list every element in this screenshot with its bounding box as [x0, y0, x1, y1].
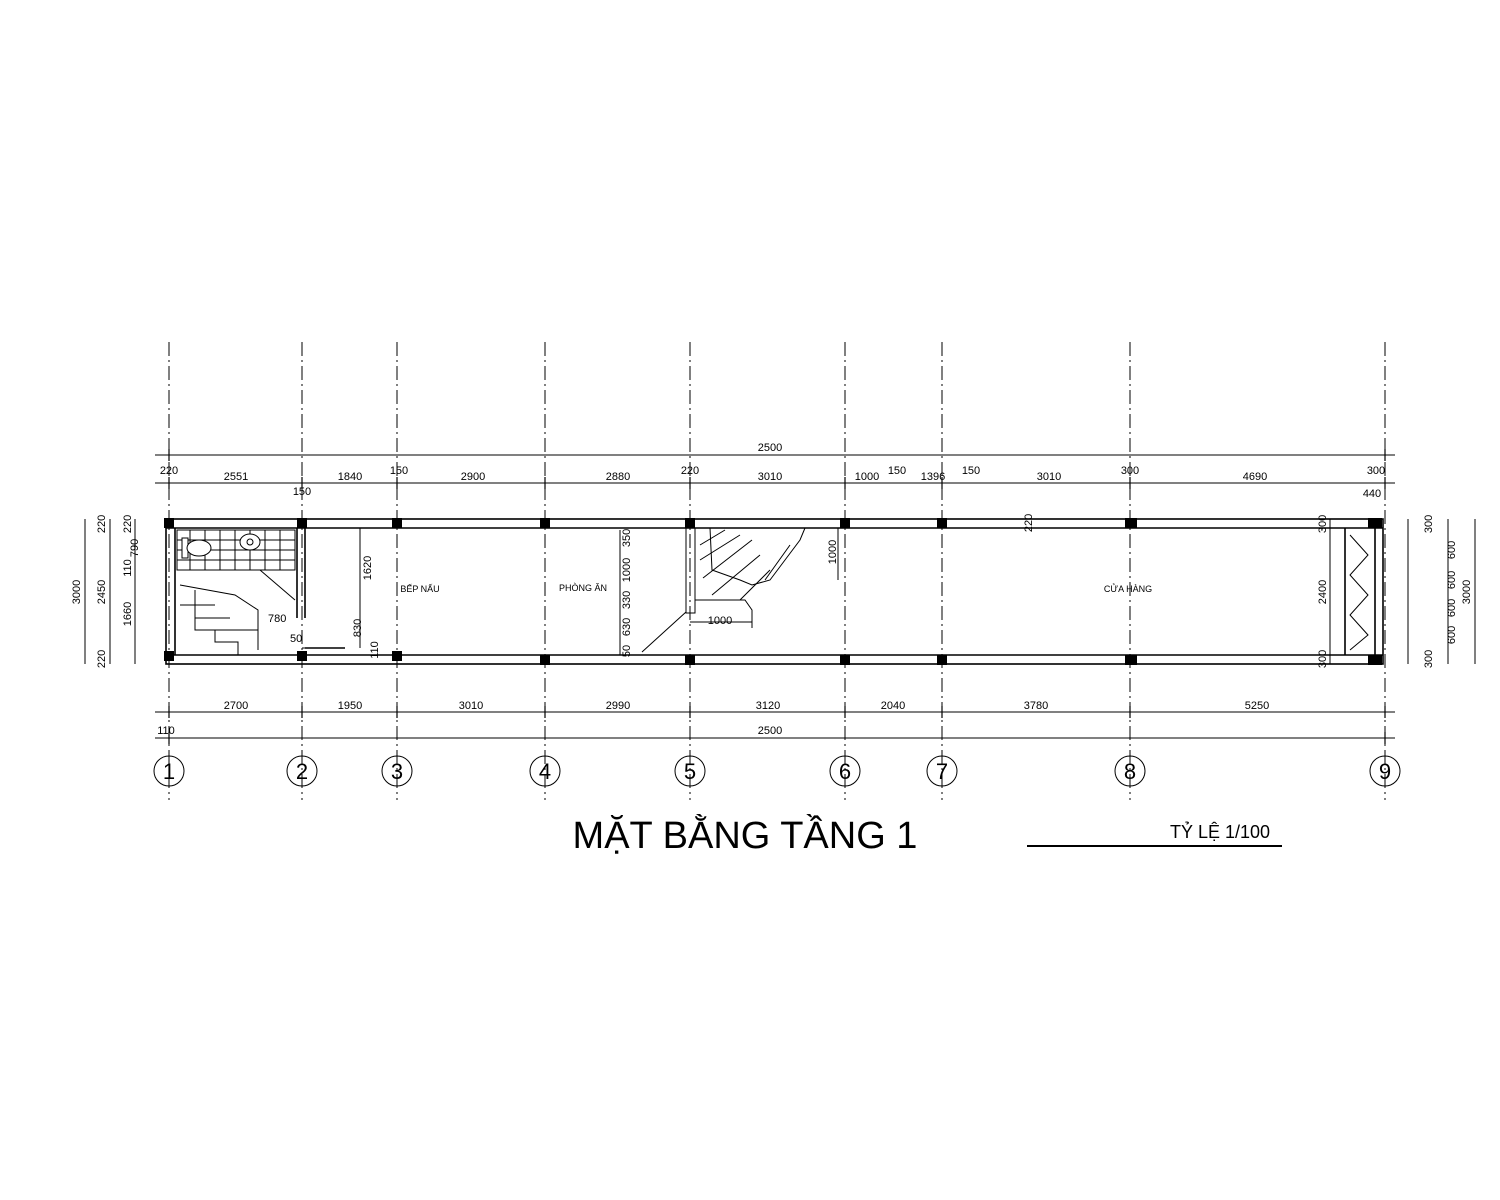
- dim-left-inner-4: 1660: [122, 602, 134, 626]
- axis-bubble-9: 9: [1369, 755, 1401, 787]
- scale-label: TỶ LỆ 1/100: [1170, 821, 1270, 842]
- drawing-title: MẶT BẰNG TẦNG 1: [573, 813, 918, 857]
- dim-int-11: 1000: [708, 615, 732, 627]
- dim-texts: 2500 220 2551 1840 150 2900 2880 220 301…: [71, 442, 1473, 737]
- dim-right-outer-1: 3000: [1461, 580, 1473, 604]
- dim-top-12: 150: [962, 465, 980, 477]
- sink-icon: [239, 533, 261, 551]
- dim-bottom-2: 1950: [338, 700, 362, 712]
- grid-lines: [168, 342, 1386, 800]
- dim-top-10: 150: [888, 465, 906, 477]
- svg-text:6: 6: [839, 759, 851, 784]
- svg-text:4: 4: [539, 759, 551, 784]
- dim-top-6: 2880: [606, 471, 630, 483]
- dim-int-7: 1000: [621, 558, 633, 582]
- dim-int-5: 50: [290, 633, 302, 645]
- dim-bottom-small: 110: [157, 725, 175, 737]
- dim-int-9: 630: [621, 618, 633, 636]
- dim-top-15: 4690: [1243, 471, 1267, 483]
- dim-left-inner-3: 790: [129, 539, 141, 557]
- dim-bottom-4: 2990: [606, 700, 630, 712]
- dim-top-14: 300: [1121, 465, 1139, 477]
- dim-top-1: 220: [160, 465, 178, 477]
- dim-top-11: 1396: [921, 471, 945, 483]
- dim-lines: [84, 454, 1476, 847]
- svg-text:7: 7: [936, 759, 948, 784]
- dim-int-10: 50: [621, 645, 633, 657]
- dim-bottom-3: 3010: [459, 700, 483, 712]
- columns: [164, 518, 1382, 665]
- axis-bubble-3: 3: [381, 755, 413, 787]
- dim-bottom-6: 2040: [881, 700, 905, 712]
- dim-left-inner-1: 220: [122, 515, 134, 533]
- room-label-kitchen: BẾP NẤU: [400, 584, 439, 594]
- axis-bubble-4: 4: [529, 755, 561, 787]
- svg-text:2: 2: [296, 759, 308, 784]
- svg-text:5: 5: [684, 759, 696, 784]
- dim-top-small-2: 440: [1363, 488, 1381, 500]
- svg-text:8: 8: [1124, 759, 1136, 784]
- dim-top-16: 300: [1367, 465, 1385, 477]
- dim-int-6: 350: [621, 529, 633, 547]
- dim-top-small-1: 150: [293, 486, 311, 498]
- dim-int-12: 1000: [827, 540, 839, 564]
- dim-overall-top: 2500: [758, 442, 782, 454]
- room-label-shop: CỬA HÀNG: [1104, 583, 1152, 594]
- dim-top-4: 150: [390, 465, 408, 477]
- dim-overall-bottom: 2500: [758, 725, 782, 737]
- front-door: [1349, 534, 1369, 651]
- dim-top-13: 3010: [1037, 471, 1061, 483]
- dim-door-2: 2400: [1317, 580, 1329, 604]
- dim-int-3: 110: [369, 641, 381, 659]
- dim-left-mid-1: 220: [96, 515, 108, 533]
- dim-top-2: 2551: [224, 471, 248, 483]
- axis-bubble-5: 5: [674, 755, 706, 787]
- dim-top-9: 1000: [855, 471, 879, 483]
- dim-left-inner-2: 110: [122, 559, 134, 577]
- toilet-icon: [181, 537, 212, 559]
- dim-right-outer-3: 600: [1446, 571, 1458, 589]
- axis-bubble-8: 8: [1114, 755, 1146, 787]
- room-label-dining: PHÒNG ĂN: [559, 583, 607, 593]
- dim-top-3: 1840: [338, 471, 362, 483]
- svg-text:1: 1: [163, 759, 175, 784]
- dim-door-3: 300: [1317, 650, 1329, 668]
- svg-text:9: 9: [1379, 759, 1391, 784]
- dim-right-inner-1: 300: [1423, 515, 1435, 533]
- dim-right-outer-2: 600: [1446, 541, 1458, 559]
- dim-right-outer-4: 600: [1446, 599, 1458, 617]
- dim-bottom-7: 3780: [1024, 700, 1048, 712]
- axis-bubbles: 1 2 3 4 5 6 7 8 9: [153, 755, 1401, 787]
- dim-int-4: 780: [268, 613, 286, 625]
- dim-top-8: 3010: [758, 471, 782, 483]
- axis-bubble-6: 6: [829, 755, 861, 787]
- dim-right-outer-5: 600: [1446, 626, 1458, 644]
- dim-int-2: 830: [352, 619, 364, 637]
- svg-text:3: 3: [391, 759, 403, 784]
- dim-left-outer: 3000: [71, 580, 83, 604]
- main-stair: [641, 527, 806, 653]
- dim-bottom-8: 5250: [1245, 700, 1269, 712]
- wc-area: [176, 529, 296, 571]
- dim-bottom-1: 2700: [224, 700, 248, 712]
- dim-ticks: [168, 449, 1386, 744]
- dim-left-mid-3: 220: [96, 650, 108, 668]
- axis-bubble-1: 1: [153, 755, 185, 787]
- dim-int-8: 330: [621, 591, 633, 609]
- dim-right-inner-2: 300: [1423, 650, 1435, 668]
- dim-left-mid-2: 2450: [96, 580, 108, 604]
- dim-int-13: 220: [1023, 514, 1035, 532]
- axis-bubble-2: 2: [286, 755, 318, 787]
- dim-int-1: 1620: [362, 556, 374, 580]
- dim-top-5: 2900: [461, 471, 485, 483]
- dim-door-1: 300: [1317, 515, 1329, 533]
- axis-bubble-7: 7: [926, 755, 958, 787]
- dim-top-7: 220: [681, 465, 699, 477]
- walls: [165, 518, 1384, 665]
- rear-stair: [179, 569, 345, 655]
- dim-bottom-5: 3120: [756, 700, 780, 712]
